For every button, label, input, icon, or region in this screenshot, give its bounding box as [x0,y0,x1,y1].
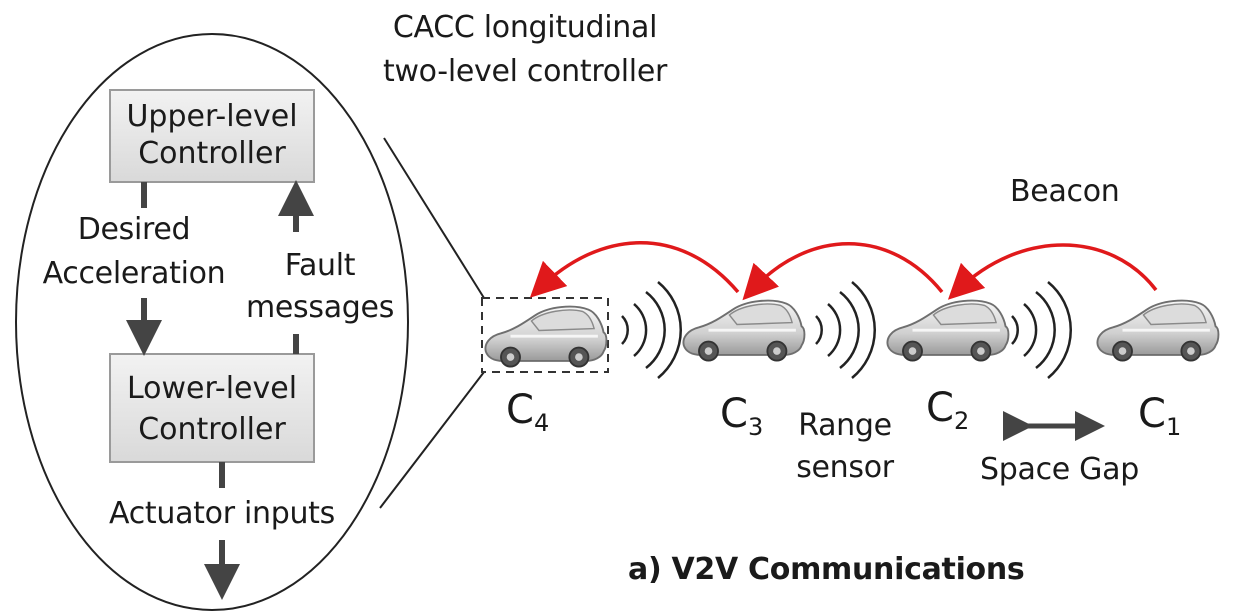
upper-controller-box [109,89,315,183]
lower-box-line1: Lower-level [126,371,298,406]
wireless-signal-icon-2 [814,280,877,380]
car-icon-c2 [886,299,1010,363]
desired-accel-line2: Acceleration [42,256,226,291]
car-icon-c1 [1096,299,1220,363]
range-sensor-line1: Range [798,408,892,443]
beacon-arrow-c3-c4 [529,241,740,298]
fault-msgs-line2: messages [245,290,395,325]
c4-highlight-box [481,297,609,373]
zoom-line-bottom [379,371,485,509]
actuator-inputs-label: Actuator inputs [109,496,335,531]
desired-accel-label: Desired Acceleration [24,212,244,292]
car-c4-letter: C [506,387,534,433]
controller-caption-line1: CACC longitudinal [392,10,658,45]
car-label-c4: C4 [506,388,549,445]
desired-accel-line1: Desired [77,212,191,247]
car-c3-letter: C [720,391,748,437]
car-c4-index: 4 [533,409,550,437]
upper-box-line1: Upper-level [126,99,298,134]
range-sensor-label: Range sensor [780,408,910,486]
figure-title: a) V2V Communications [628,552,1025,587]
upper-box-label: Upper-level Controller [110,98,314,172]
controller-caption-line2: two-level controller [382,54,668,89]
car-c2-letter: C [926,385,954,431]
fault-msgs-label: Fault messages [240,248,400,326]
car-label-c1: C1 [1138,392,1181,449]
upper-box-line2: Controller [138,136,286,171]
wireless-signal-icon-1 [620,280,683,380]
car-label-c3: C3 [720,392,763,449]
car-icon-c3 [682,299,806,363]
fault-msgs-line1: Fault [284,248,356,283]
car-c1-index: 1 [1165,413,1182,441]
lower-box-line2: Controller [138,412,286,447]
car-label-c2: C2 [926,386,969,443]
car-c1-letter: C [1138,391,1166,437]
space-gap-label: Space Gap [980,452,1139,487]
controller-ellipse [15,33,409,611]
car-icon-c4 [484,305,608,369]
lower-controller-box [109,353,315,463]
car-c3-index: 3 [747,413,764,441]
beacon-arrow-c1-c2 [947,243,1158,300]
car-c2-index: 2 [953,407,970,435]
zoom-line-top [383,137,485,299]
lower-box-label: Lower-level Controller [110,370,314,448]
beacon-label: Beacon [1010,174,1120,209]
beacon-arrow-c2-c3 [742,242,944,301]
wireless-signal-icon-3 [1010,280,1073,380]
controller-caption: CACC longitudinal two-level controller [360,10,690,90]
range-sensor-line2: sensor [796,450,894,485]
